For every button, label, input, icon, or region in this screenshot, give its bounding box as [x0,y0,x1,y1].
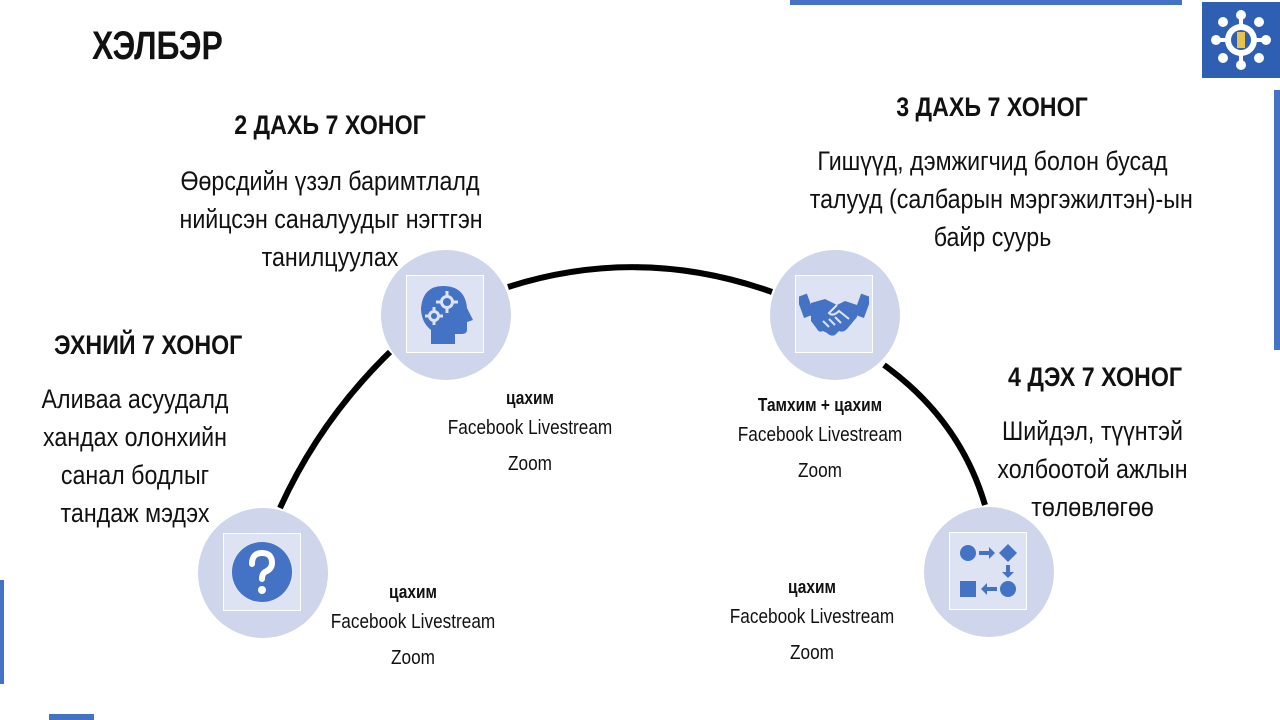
stage-4-line: холбоотой ажлын [997,454,1188,484]
stage-3-icon-box [795,275,873,353]
soyombo-emblem-icon [1202,2,1280,78]
stage-4-node [924,507,1054,637]
stage-2-line: нийцсэн саналуудыг нэгтгэн [179,204,483,234]
handshake-icon [799,293,869,336]
stage-2-channel: Facebook Livestream [447,417,613,439]
stage-1-line: тандаж мэдэх [60,498,210,528]
stage-4-heading: 4 ДЭХ 7 ХОНОГ [1007,362,1183,392]
page-title: ХЭЛБЭР [92,24,223,68]
stage-1-channels: цахим Facebook Livestream Zoom [327,580,499,676]
stage-1-description: Аливаа асуудалд хандах олонхийн санал бо… [36,380,234,532]
stage-1-channel: Zoom [391,647,435,669]
stage-3-channels: Тамхим + цахим Facebook Livestream Zoom [734,393,906,489]
arc-segment-1-2 [277,349,393,510]
stage-2-node [381,250,511,380]
stage-4-line: Шийдэл, түүнтэй [1002,416,1183,446]
question-mark-icon [232,542,292,602]
stage-1-mode: цахим [389,582,437,602]
stage-1-line: хандах олонхийн [43,422,227,452]
stage-3-line: байр суурь [933,222,1052,252]
bottom-accent-bar [49,714,94,720]
process-flow-icon [960,544,1017,597]
stage-3-channel: Facebook Livestream [737,424,903,446]
stage-2-line: Өөрсдийн үзэл баримтлалд [180,166,480,196]
arc-segment-3-4 [882,362,988,506]
stage-4-channel: Facebook Livestream [729,606,895,628]
stage-4-channel: Zoom [790,642,834,664]
stage-2-channel: Zoom [508,453,552,475]
stage-2-heading: 2 ДАХЬ 7 ХОНОГ [234,110,426,140]
stage-4-mode: цахим [788,577,836,597]
stage-2-mode: цахим [506,388,554,408]
right-accent-bar [1274,90,1280,350]
stage-4-icon-box [949,532,1027,610]
stage-3-channel: Zoom [798,460,842,482]
stage-3-mode: Тамхим + цахим [757,395,883,415]
stage-3-line: талууд (салбарын мэргэжилтэн)-ын [809,184,1193,214]
stage-2-description: Өөрсдийн үзэл баримтлалд нийцсэн саналуу… [179,162,483,276]
stage-1-line: санал бодлыг [60,460,210,490]
stage-1-line: Аливаа асуудалд [41,384,229,414]
arc-segment-2-3 [507,264,774,295]
stage-1-channel: Facebook Livestream [330,611,496,633]
stage-4-channels: цахим Facebook Livestream Zoom [726,575,898,671]
stage-1-node [198,508,328,638]
stage-3-line: Гишүүд, дэмжигчид болон бусад [817,146,1168,176]
stage-2-channels: цахим Facebook Livestream Zoom [444,386,616,482]
stage-3-heading: 3 ДАХЬ 7 ХОНОГ [896,92,1088,122]
stage-1-heading: ЭХНИЙ 7 ХОНОГ [54,330,243,360]
stage-3-description: Гишүүд, дэмжигчид болон бусад талууд (са… [809,142,1193,256]
stage-2-line: танилцуулах [261,242,399,272]
head-gears-icon [421,286,473,344]
stage-3-node [770,250,900,380]
stage-2-icon-box [406,275,484,353]
left-accent-bar [0,580,4,684]
stage-1-icon-box [223,533,301,611]
stage-4-description: Шийдэл, түүнтэй холбоотой ажлын төлөвлөг… [991,412,1193,526]
stage-4-line: төлөвлөгөө [1031,492,1154,522]
top-accent-bar [790,0,1182,5]
